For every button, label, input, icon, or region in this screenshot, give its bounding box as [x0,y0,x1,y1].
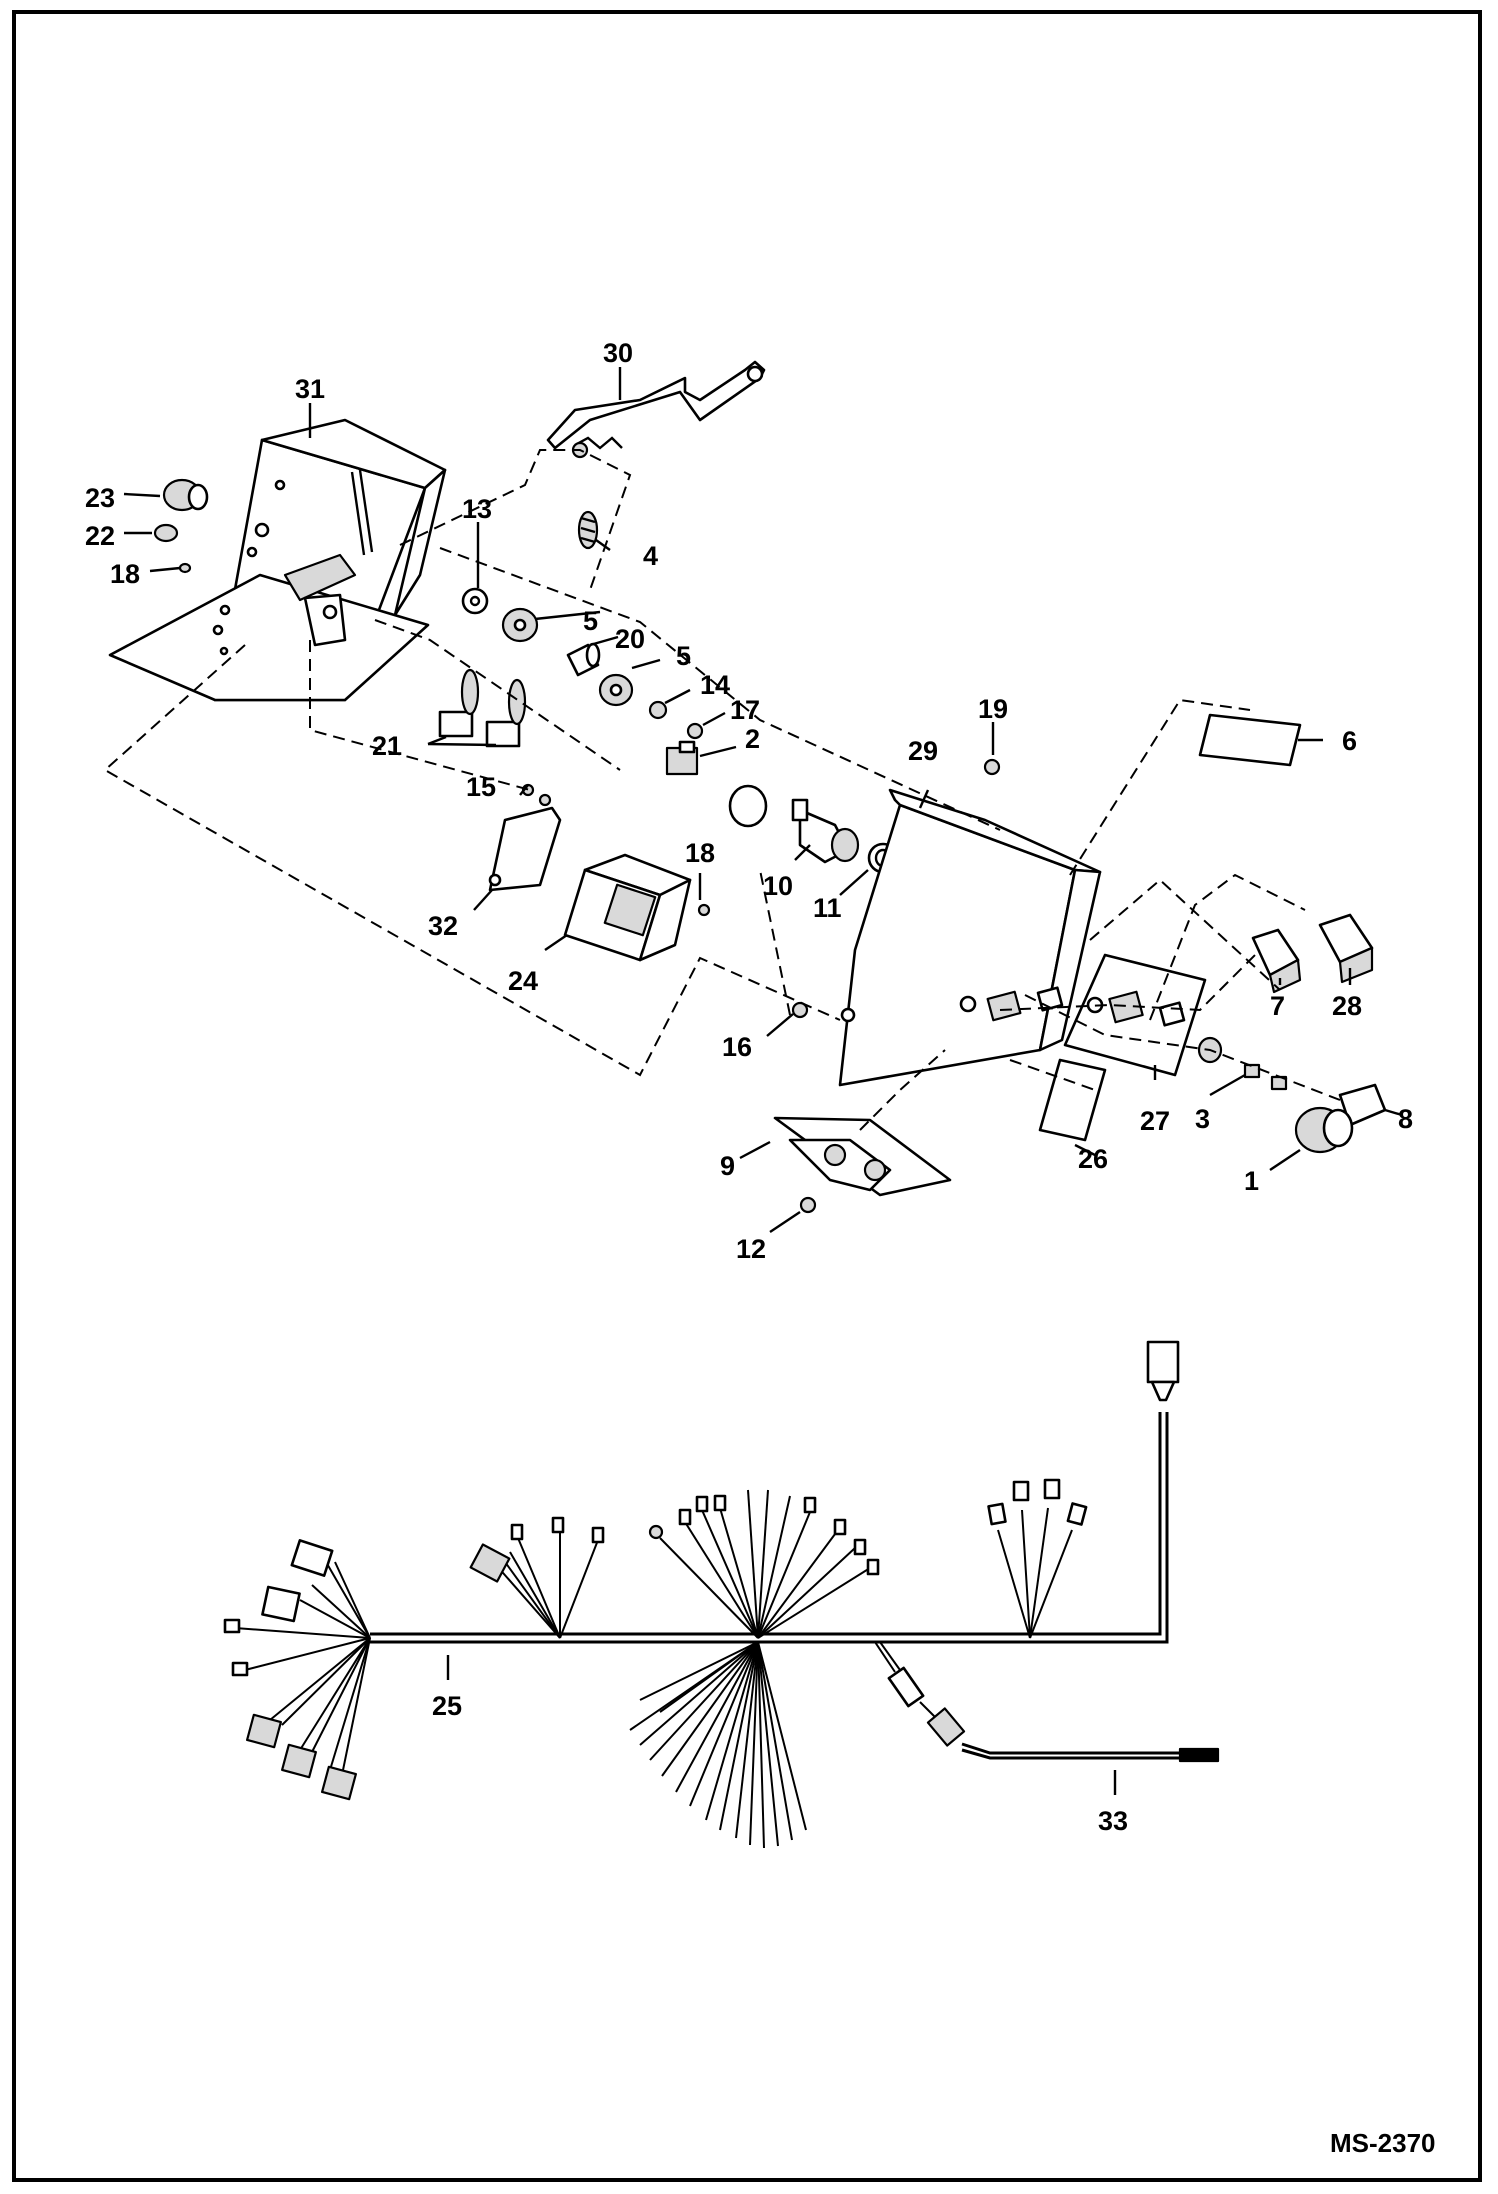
callout-26: 26 [1078,1144,1108,1174]
callout-33: 33 [1098,1806,1128,1836]
alignment-lines [103,449,1341,1131]
callout-5b: 5 [676,641,691,671]
lever-30 [546,360,766,459]
decal-26 [1038,1058,1107,1142]
bracket-31 [108,418,447,702]
callout-22: 22 [85,521,115,551]
callout-3: 3 [1195,1104,1210,1134]
callout-1: 1 [1244,1166,1259,1196]
switch-28 [1318,913,1374,984]
callout-17: 17 [730,695,760,725]
switch-21a [438,668,480,738]
callout-29: 29 [908,736,938,766]
callout-28: 28 [1332,991,1362,1021]
screw-16 [791,1001,809,1019]
callout-12: 12 [736,1234,766,1264]
callout-10: 10 [763,871,793,901]
spacer-20 [566,642,601,677]
callout-15: 15 [466,772,496,802]
washer-13 [461,587,489,615]
leader-lines [123,367,1403,1233]
plate-9 [773,1116,952,1197]
callout-7: 7 [1270,991,1285,1021]
callout-13: 13 [462,494,492,524]
callout-5a: 5 [583,606,598,636]
module-24 [563,853,692,962]
screw-18a [178,562,192,574]
callout-24: 24 [508,966,538,996]
keyswitch-10 [791,798,860,864]
callout-18a: 18 [110,559,140,589]
callout-11: 11 [813,893,842,923]
callout-14: 14 [700,670,730,700]
diagram-frame [12,10,1482,2182]
drawing-code: MS-2370 [1330,2128,1436,2158]
knob-23 [162,478,209,512]
screw-18b [697,903,711,917]
spring-4 [577,510,599,550]
nut-12 [799,1196,817,1214]
housing-29 [838,788,1102,1087]
screw-15b [538,793,552,807]
callout-18b: 18 [685,838,715,868]
callout-25: 25 [432,1691,462,1721]
callout-23: 23 [85,483,115,513]
callout-9: 9 [720,1151,735,1181]
wire-harness-25 [223,1340,1220,1849]
callout-30: 30 [603,338,633,368]
screw-19 [983,758,1001,776]
callout-32: 32 [428,911,458,941]
knob-1 [1294,1106,1354,1154]
nut-17 [686,722,704,740]
callout-16: 16 [722,1032,752,1062]
callout-4: 4 [643,541,658,571]
bushing-22 [153,523,179,543]
callout-8: 8 [1398,1104,1413,1134]
callout-21: 21 [372,731,402,761]
washer-14 [648,700,668,720]
callout-labels: 1 2 3 4 5 5 6 7 8 9 10 11 12 13 14 15 16… [85,338,1413,1836]
callout-20: 20 [615,624,645,654]
callout-6: 6 [1342,726,1357,756]
bracket-32 [488,806,562,892]
switch-7 [1251,928,1302,994]
connector-2 [665,740,699,776]
panel-27 [1063,953,1207,1077]
switch-21b [485,678,527,748]
callout-2: 2 [745,724,760,754]
callout-31: 31 [295,374,325,404]
switch-body [728,784,768,828]
decal-6 [1198,713,1302,767]
callout-27: 27 [1140,1106,1170,1136]
callout-19: 19 [978,694,1008,724]
